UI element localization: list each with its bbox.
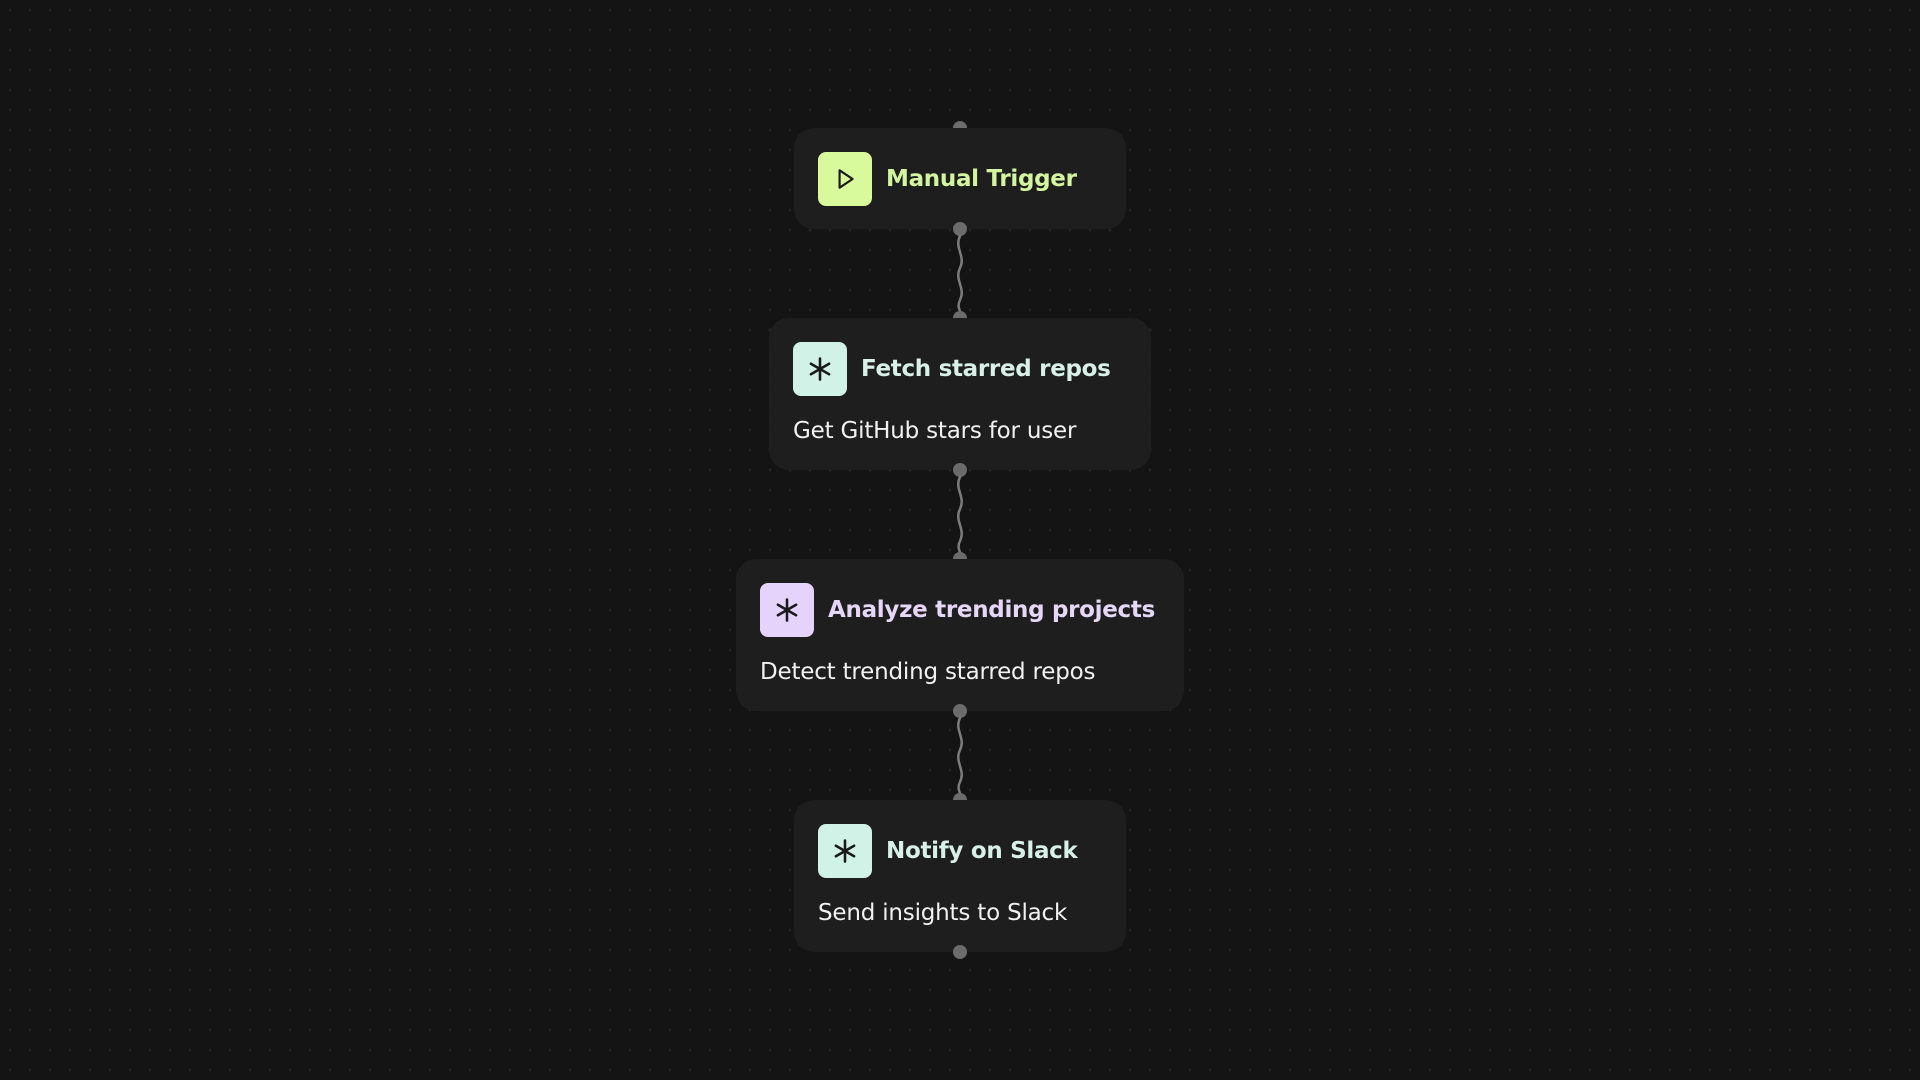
node-2-output-port[interactable]: [953, 463, 967, 477]
node-description: Send insights to Slack: [818, 900, 1068, 926]
node-description: Detect trending starred repos: [760, 659, 1096, 685]
node-fetch-starred-repos[interactable]: Fetch starred repos Get GitHub stars for…: [769, 318, 1151, 470]
asterisk-icon: [818, 824, 872, 878]
node-analyze-trending-projects[interactable]: Analyze trending projects Detect trendin…: [736, 559, 1184, 711]
node-description: Get GitHub stars for user: [793, 418, 1077, 444]
node-3-output-port[interactable]: [953, 704, 967, 718]
asterisk-icon: [793, 342, 847, 396]
asterisk-icon: [760, 583, 814, 637]
node-1-output-port[interactable]: [953, 222, 967, 236]
node-title: Manual Trigger: [886, 166, 1077, 192]
node-title: Fetch starred repos: [861, 356, 1111, 382]
node-manual-trigger[interactable]: Manual Trigger: [794, 128, 1126, 229]
connection-edge: [957, 475, 963, 557]
node-notify-on-slack[interactable]: Notify on Slack Send insights to Slack: [794, 800, 1126, 952]
play-icon: [818, 152, 872, 206]
node-title: Analyze trending projects: [828, 597, 1155, 623]
connection-edge: [957, 716, 963, 798]
node-4-output-port[interactable]: [953, 945, 967, 959]
connection-edge: [957, 234, 963, 316]
node-title: Notify on Slack: [886, 838, 1078, 864]
